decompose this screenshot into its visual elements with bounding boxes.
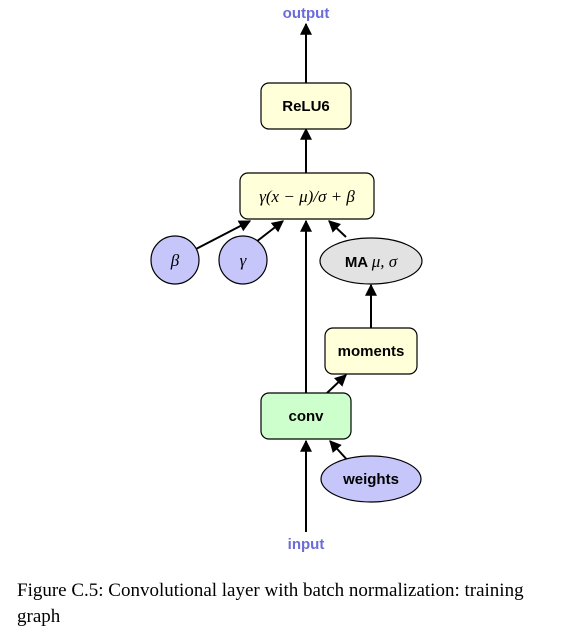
batchnorm-formula: γ(x − μ)/σ + β xyxy=(259,187,355,206)
moving-average-node: MA μ, σ xyxy=(319,237,423,285)
output-label: output xyxy=(283,5,330,22)
weights-label: weights xyxy=(342,471,399,488)
moments-node: moments xyxy=(324,327,418,375)
edge-gamma-to-bn xyxy=(255,220,284,243)
batchnorm-node: γ(x − μ)/σ + β xyxy=(239,172,375,220)
relu6-node: ReLU6 xyxy=(260,82,352,130)
edge-ma-to-bn xyxy=(328,220,347,238)
edge-beta-to-bn xyxy=(195,220,252,250)
moving-average-label: MA μ, σ xyxy=(345,252,398,271)
edge-conv-to-moments xyxy=(326,374,347,394)
weights-node: weights xyxy=(320,455,422,503)
input-label: input xyxy=(288,536,325,553)
moments-label: moments xyxy=(338,343,405,360)
gamma-node: γ xyxy=(218,235,268,285)
beta-node: β xyxy=(150,235,200,285)
conv-node: conv xyxy=(260,392,352,440)
edges xyxy=(195,22,377,532)
conv-label: conv xyxy=(288,408,324,425)
relu6-label: ReLU6 xyxy=(282,98,330,115)
batchnorm-training-graph: output ReLU6 γ(x − μ)/σ + β β γ MA μ, σ … xyxy=(150,5,423,553)
gamma-label: γ xyxy=(240,251,248,270)
figure-caption: Figure C.5: Convolutional layer with bat… xyxy=(17,580,524,627)
beta-label: β xyxy=(170,251,180,270)
